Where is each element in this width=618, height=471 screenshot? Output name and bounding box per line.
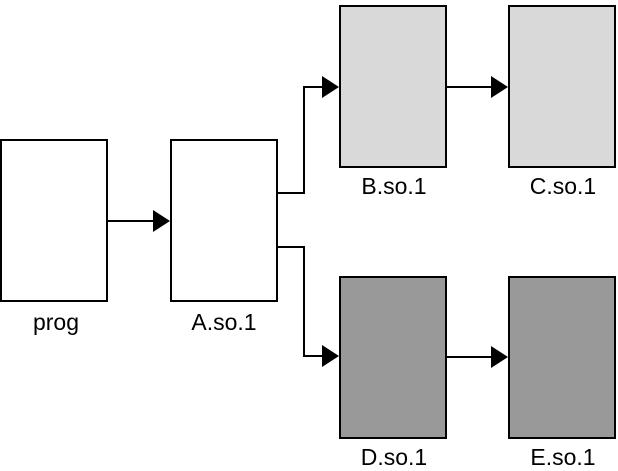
node-e-so-1-label: E.so.1 [530, 444, 595, 470]
node-e-so-1-box [508, 276, 616, 439]
node-b-so-1-label: B.so.1 [361, 173, 426, 199]
node-d-so-1-label: D.so.1 [361, 444, 427, 470]
arrowhead-icon [322, 345, 339, 367]
edge-b-so-1-to-c-so-1 [446, 76, 508, 98]
node-prog-label: prog [33, 309, 79, 335]
edge-prog-to-a-so-1 [107, 210, 170, 232]
edge-d-so-1-to-e-so-1 [446, 346, 508, 368]
node-prog-box [0, 139, 108, 302]
edge-line [277, 246, 322, 357]
node-a-so-1-label: A.so.1 [191, 309, 256, 335]
node-c-so-1-box [508, 5, 616, 168]
edge-line [277, 86, 322, 194]
arrowhead-icon [491, 76, 508, 98]
arrowhead-icon [322, 76, 339, 98]
arrowhead-icon [491, 346, 508, 368]
edge-a-so-1-to-b-so-1 [277, 76, 339, 194]
arrowhead-icon [153, 210, 170, 232]
node-a-so-1-box [170, 139, 278, 302]
edge-a-so-1-to-d-so-1 [277, 246, 339, 367]
node-c-so-1-label: C.so.1 [530, 173, 596, 199]
node-d-so-1-box [339, 276, 447, 439]
node-b-so-1-box [339, 5, 447, 168]
